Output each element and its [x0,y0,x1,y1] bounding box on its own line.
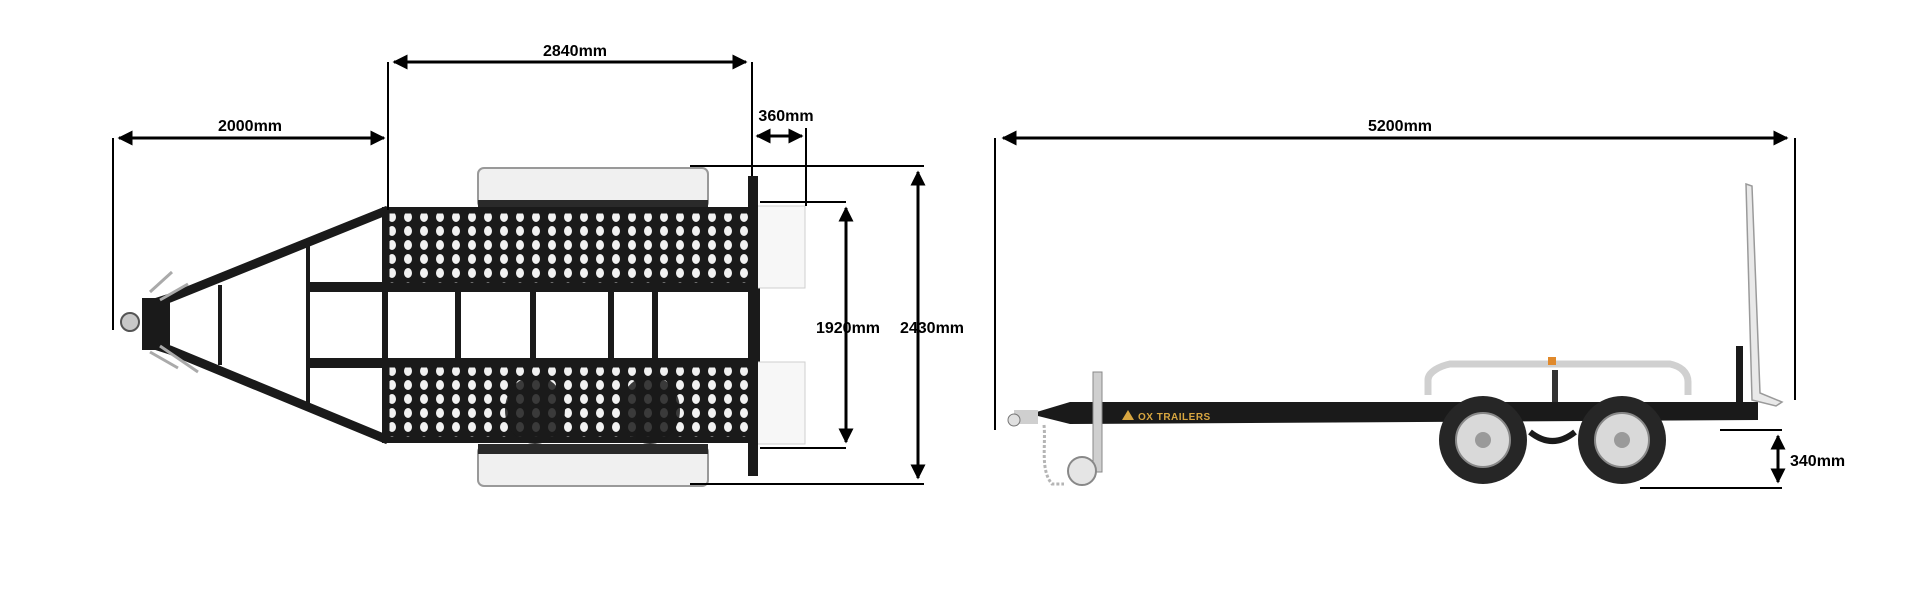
ramp-overhang-label: 360mm [758,108,813,125]
deck-height-label: 340mm [1790,453,1845,470]
wheel-rear [1578,396,1666,484]
axle-spring [1528,429,1577,444]
overall-width-label: 2430mm [900,320,964,337]
dimension-deck-height: 340mm [1640,429,1845,489]
drawbar-a-frame [143,205,390,445]
mesh-panel-upper [386,210,758,286]
drawbar-length-label: 2000mm [218,118,282,135]
dimension-deck-length: 2840mm [392,43,753,176]
jockey-wheel [1067,371,1103,486]
side-view: OX TRAILERS [994,118,1845,489]
wheel-front [1439,396,1527,484]
deck-length-label: 2840mm [543,43,607,60]
top-mudguard-lower [477,444,709,487]
mesh-panel-lower [386,364,758,440]
overall-length-label: 5200mm [1368,118,1432,135]
dimension-drawbar-length: 2000mm [112,62,389,330]
coupling-icon [120,270,199,374]
dimension-ramp-overhang: 360mm [755,108,814,206]
mudguard [1424,360,1692,395]
rear-post [1736,346,1743,404]
safety-chain [1042,424,1064,486]
ramp-upper [756,205,806,289]
rear-crossmember [748,176,758,476]
brand-logo-text: OX TRAILERS [1138,412,1211,423]
dimension-deck-width: 1920mm [760,201,880,449]
side-chassis [1030,402,1758,424]
top-mudguard-upper [477,167,709,210]
dimension-overall-width: 2430mm [690,165,964,485]
brand-logo-mark [1122,410,1134,420]
tyre-shadow [505,376,680,444]
top-view: 2000mm 2840mm 360mm 1920mm 2430mm [112,43,964,487]
dimension-overall-length: 5200mm [994,118,1796,430]
tail-ramp [1745,182,1784,407]
side-coupling [1007,410,1038,427]
deck-width-label: 1920mm [816,320,880,337]
ramp-lower [756,361,806,445]
suspension-post [1552,370,1558,410]
marker-light [1548,357,1556,365]
